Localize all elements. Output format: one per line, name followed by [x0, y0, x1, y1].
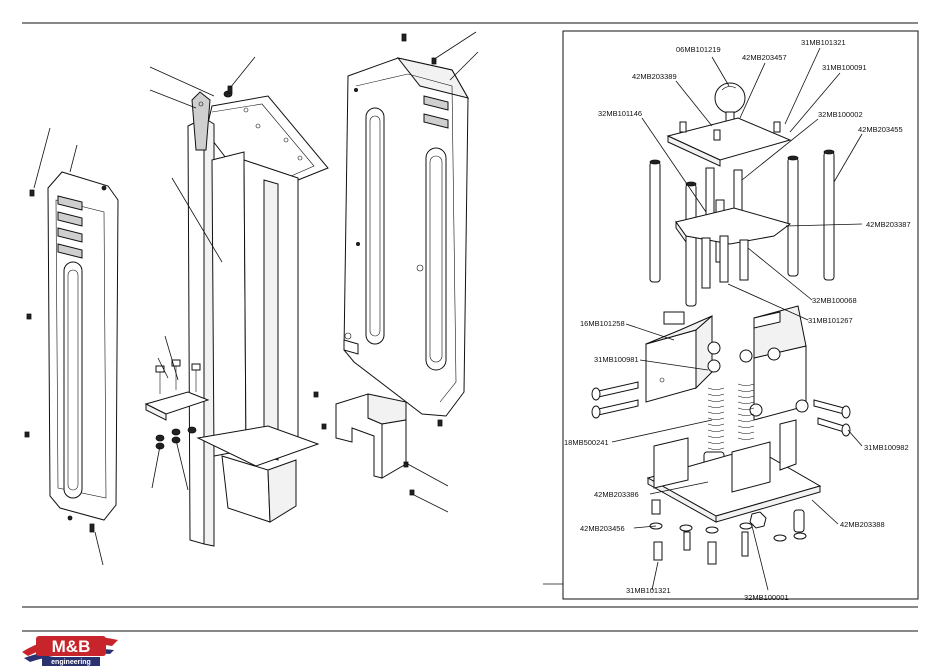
callout-32MB101146: 32MB101146 — [598, 109, 642, 118]
column-assembly — [146, 92, 328, 546]
left-cover-panel — [48, 172, 118, 520]
callout-42MB203389: 42MB203389 — [632, 72, 677, 81]
callout-42MB203386: 42MB203386 — [594, 490, 639, 499]
callout-32MB100068: 32MB100068 — [812, 296, 857, 305]
callout-42MB203387: 42MB203387 — [866, 220, 911, 229]
brand-logo: M&B engineering — [22, 636, 118, 666]
callout-16MB101258: 16MB101258 — [580, 319, 625, 328]
callout-32MB100002: 32MB100002 — [818, 110, 863, 119]
callout-32MB100001: 32MB100001 — [744, 593, 789, 602]
rear-shroud — [344, 58, 468, 416]
callout-31MB100091: 31MB100091 — [822, 63, 867, 72]
callout-31MB100981: 31MB100981 — [594, 355, 639, 364]
callout-31MB101267: 31MB101267 — [808, 316, 853, 325]
callout-06MB101219: 06MB101219 — [676, 45, 721, 54]
callout-18MB500241: 18MB500241 — [564, 438, 609, 447]
callout-42MB203388: 42MB203388 — [840, 520, 885, 529]
callout-31MB101321-bottom: 31MB101321 — [626, 586, 671, 595]
callout-42MB203456: 42MB203456 — [580, 524, 625, 533]
shift-mechanism-upper — [650, 83, 834, 306]
logo-text: M&B — [52, 637, 91, 656]
shift-mechanism-lower — [592, 306, 850, 564]
callout-42MB203455: 42MB203455 — [858, 125, 903, 134]
callout-31MB100982: 31MB100982 — [864, 443, 909, 452]
callout-42MB203457: 42MB203457 — [742, 53, 787, 62]
logo-subtitle: engineering — [51, 659, 91, 666]
callout-31MB101321-top: 31MB101321 — [801, 38, 846, 47]
